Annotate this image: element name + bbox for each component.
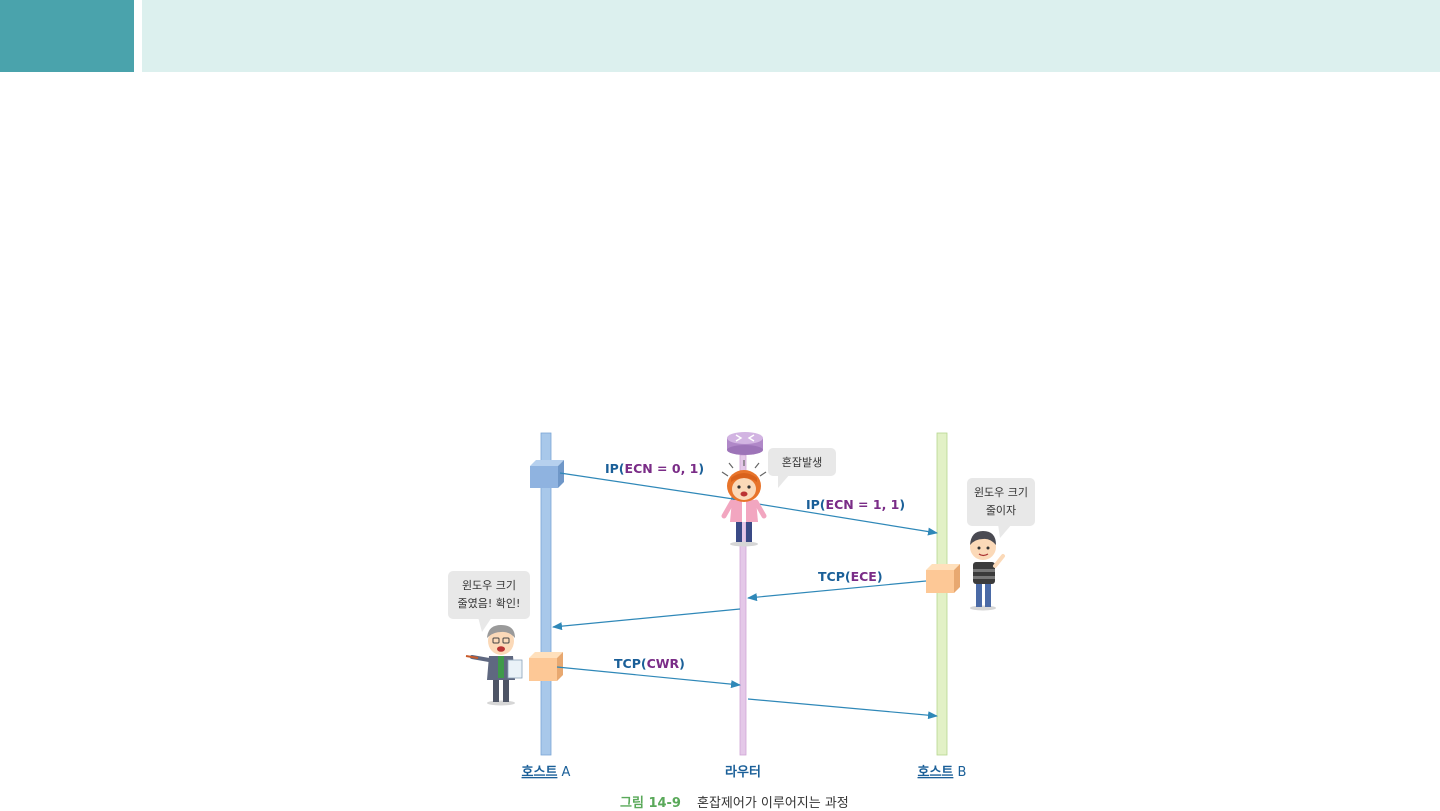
host-a-bubble-line2: 줄였음! 확인! (458, 597, 521, 610)
figure-caption: 그림 14-9 혼잡제어가 이루어지는 과정 (620, 792, 849, 811)
label-ip-ecn-11: IP(ECN = 1, 1) (806, 497, 905, 512)
host-a-lifeline (540, 432, 552, 756)
host-a-bubble-line1: 윈도우 크기 (462, 578, 516, 592)
label-ip-ecn-01: IP(ECN = 0, 1) (605, 461, 704, 476)
arrow-ece-forward (552, 608, 741, 631)
host-b-lifeline (936, 432, 948, 756)
arrow-tcp-ece (747, 580, 927, 602)
figure-caption-text: 혼잡제어가 이루어지는 과정 (696, 796, 849, 811)
header-band (142, 0, 1440, 72)
router-character-illustration (721, 460, 767, 547)
host-a-character-illustration (465, 625, 523, 706)
host-a-speech-bubble: 윈도우 크기 줄였음! 확인! (448, 571, 530, 632)
arrow-cwr-forward (747, 698, 938, 720)
host-b-character-illustration (970, 531, 1005, 611)
host-b-bubble-line1: 윈도우 크기 (974, 485, 1028, 499)
host-b-speech-bubble: 윈도우 크기 줄이자 (967, 478, 1035, 538)
host-a-label: 호스트 A (522, 765, 571, 780)
arrow-ip-ecn-11 (745, 501, 938, 536)
host-a-packet-cube (530, 460, 564, 488)
router-icon (727, 432, 763, 455)
router-lifeline (739, 454, 747, 756)
arrow-tcp-cwr (556, 666, 741, 689)
figure-number: 그림 14-9 (620, 796, 681, 811)
router-speech-bubble: 혼잡발생 (768, 448, 836, 488)
router-label: 라우터 (725, 764, 761, 780)
host-b-packet-cube (926, 564, 960, 593)
host-b-label: 호스트 B (918, 765, 967, 780)
arrow-ip-ecn-01 (559, 472, 741, 503)
header-accent-block (0, 0, 134, 72)
host-a-ack-packet-cube (529, 652, 563, 681)
host-b-bubble-line2: 줄이자 (986, 504, 1016, 517)
label-tcp-ece: TCP(ECE) (818, 569, 883, 584)
label-tcp-cwr: TCP(CWR) (614, 656, 685, 671)
router-bubble-text: 혼잡발생 (782, 456, 822, 469)
